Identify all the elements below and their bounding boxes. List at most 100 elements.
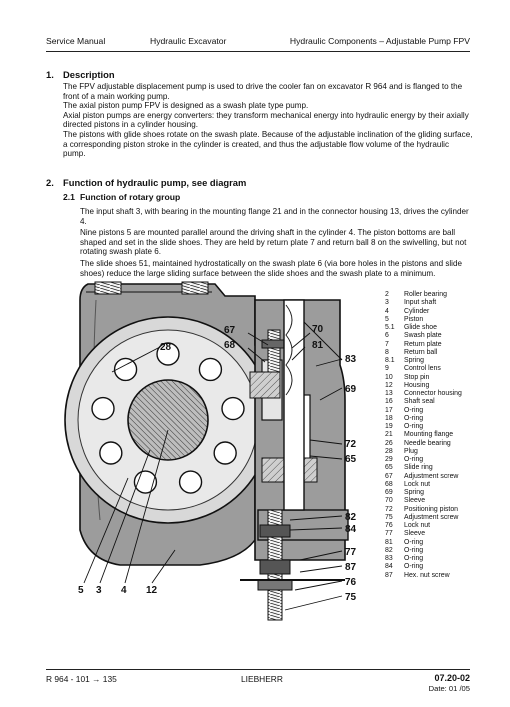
legend-part-name: Hex. nut screw bbox=[404, 571, 450, 579]
legend-part-number: 72 bbox=[385, 505, 393, 513]
piston-bore bbox=[156, 342, 180, 366]
legend-part-number: 12 bbox=[385, 381, 393, 389]
paragraph: Nine pistons 5 are mounted parallel arou… bbox=[80, 228, 467, 257]
legend-part-number: 26 bbox=[385, 439, 393, 447]
callout-65: 65 bbox=[345, 454, 357, 465]
legend-part-number: 29 bbox=[385, 456, 393, 463]
legend-part-name: O-ring bbox=[404, 414, 424, 422]
input-shaft-section bbox=[127, 379, 209, 461]
paragraph: The pistons with glide shoes rotate on t… bbox=[63, 129, 473, 159]
callout-67: 67 bbox=[224, 325, 236, 336]
legend-part-name: Control lens bbox=[404, 365, 441, 373]
section-1-heading: 1.Description bbox=[46, 69, 115, 80]
legend-part-number: 5.1 bbox=[385, 324, 395, 331]
piston-bores bbox=[91, 342, 245, 494]
legend-part-name: O-ring bbox=[404, 423, 424, 430]
legend-row: 9 Control lens bbox=[385, 365, 462, 373]
legend-part-number: 13 bbox=[385, 390, 393, 397]
paragraph: Axial piston pumps are energy converters… bbox=[63, 110, 469, 130]
legend-part-name: Sleeve bbox=[404, 497, 426, 505]
legend-part-name: Needle bearing bbox=[404, 439, 451, 447]
legend-part-name: O-ring bbox=[404, 406, 424, 414]
callout-76: 76 bbox=[345, 577, 357, 588]
legend-part-name: Return plate bbox=[404, 340, 442, 348]
legend-part-name: Input shaft bbox=[404, 299, 437, 307]
legend-part-name: Stop pin bbox=[404, 373, 430, 381]
legend-part-name: Plug bbox=[404, 447, 418, 455]
header-manual: Service Manual bbox=[46, 36, 106, 46]
adjustment-screw-bottom bbox=[257, 509, 293, 621]
legend-part-name: Shaft seal bbox=[404, 398, 435, 406]
legend-part-name: Swash plate bbox=[404, 332, 442, 340]
section-1-number: 1. bbox=[46, 69, 54, 80]
legend-row: 17 O-ring bbox=[385, 407, 462, 415]
section-2-heading: 2.Function of hydraulic pump, see diagra… bbox=[46, 177, 246, 188]
subsection-number: 2.1 bbox=[63, 192, 75, 202]
legend-part-name: Adjustment screw bbox=[404, 513, 459, 521]
callout-75: 75 bbox=[345, 592, 357, 603]
legend-part-number: 81 bbox=[385, 538, 393, 546]
legend-part-name: Connector housing bbox=[404, 390, 462, 397]
piston-bore bbox=[178, 470, 203, 494]
legend-part-number: 2 bbox=[385, 291, 389, 298]
legend-part-number: 9 bbox=[385, 365, 389, 373]
callout-12: 12 bbox=[146, 585, 158, 596]
section-2-number: 2. bbox=[46, 177, 54, 188]
legend-part-number: 21 bbox=[385, 431, 393, 439]
legend-part-name: Return ball bbox=[404, 348, 438, 356]
legend-row: 5.1 Glide shoe bbox=[385, 324, 462, 332]
footer-date: Date: 01 /05 bbox=[428, 684, 470, 693]
legend-part-name: Spring bbox=[404, 357, 424, 364]
legend-part-number: 19 bbox=[385, 423, 393, 430]
callout-70: 70 bbox=[312, 324, 324, 335]
legend-part-name: Adjustment screw bbox=[404, 472, 459, 480]
callout-72: 72 bbox=[345, 439, 357, 450]
legend-row: 5 Piston bbox=[385, 316, 462, 324]
legend-part-number: 75 bbox=[385, 513, 393, 521]
legend-row: 29 O-ring bbox=[385, 456, 462, 464]
legend-part-name: O-ring bbox=[404, 456, 424, 463]
paragraph: The slide shoes 51, maintained hydrostat… bbox=[80, 258, 462, 278]
legend-part-name: Spring bbox=[404, 489, 424, 496]
callout-84: 84 bbox=[345, 524, 357, 535]
footer-model-range: R 964 - 101 → 135 bbox=[46, 674, 117, 684]
callout-69: 69 bbox=[345, 384, 357, 395]
footer-brand: LIEBHERR bbox=[241, 674, 283, 684]
legend-part-name: Glide shoe bbox=[404, 324, 437, 331]
callout-83: 83 bbox=[345, 354, 357, 365]
callout-87: 87 bbox=[345, 562, 357, 573]
piston-bore bbox=[99, 441, 123, 465]
legend-part-number: 84 bbox=[385, 563, 393, 571]
legend-part-name: Cylinder bbox=[404, 307, 430, 315]
callout-28: 28 bbox=[160, 342, 172, 353]
legend-part-number: 16 bbox=[385, 398, 393, 406]
header-machine: Hydraulic Excavator bbox=[150, 36, 227, 46]
legend-row: 26 Needle bearing bbox=[385, 440, 462, 448]
legend-part-name: O-ring bbox=[404, 538, 424, 546]
legend-part-name: Piston bbox=[404, 315, 424, 323]
callout-77: 77 bbox=[345, 547, 357, 558]
legend-part-number: 10 bbox=[385, 373, 393, 381]
leader-lines bbox=[83, 332, 343, 611]
legend-part-name: O-ring bbox=[404, 546, 424, 554]
legend-part-number: 5 bbox=[385, 315, 389, 323]
piston-bore bbox=[221, 396, 245, 421]
legend-part-number: 17 bbox=[385, 406, 393, 414]
